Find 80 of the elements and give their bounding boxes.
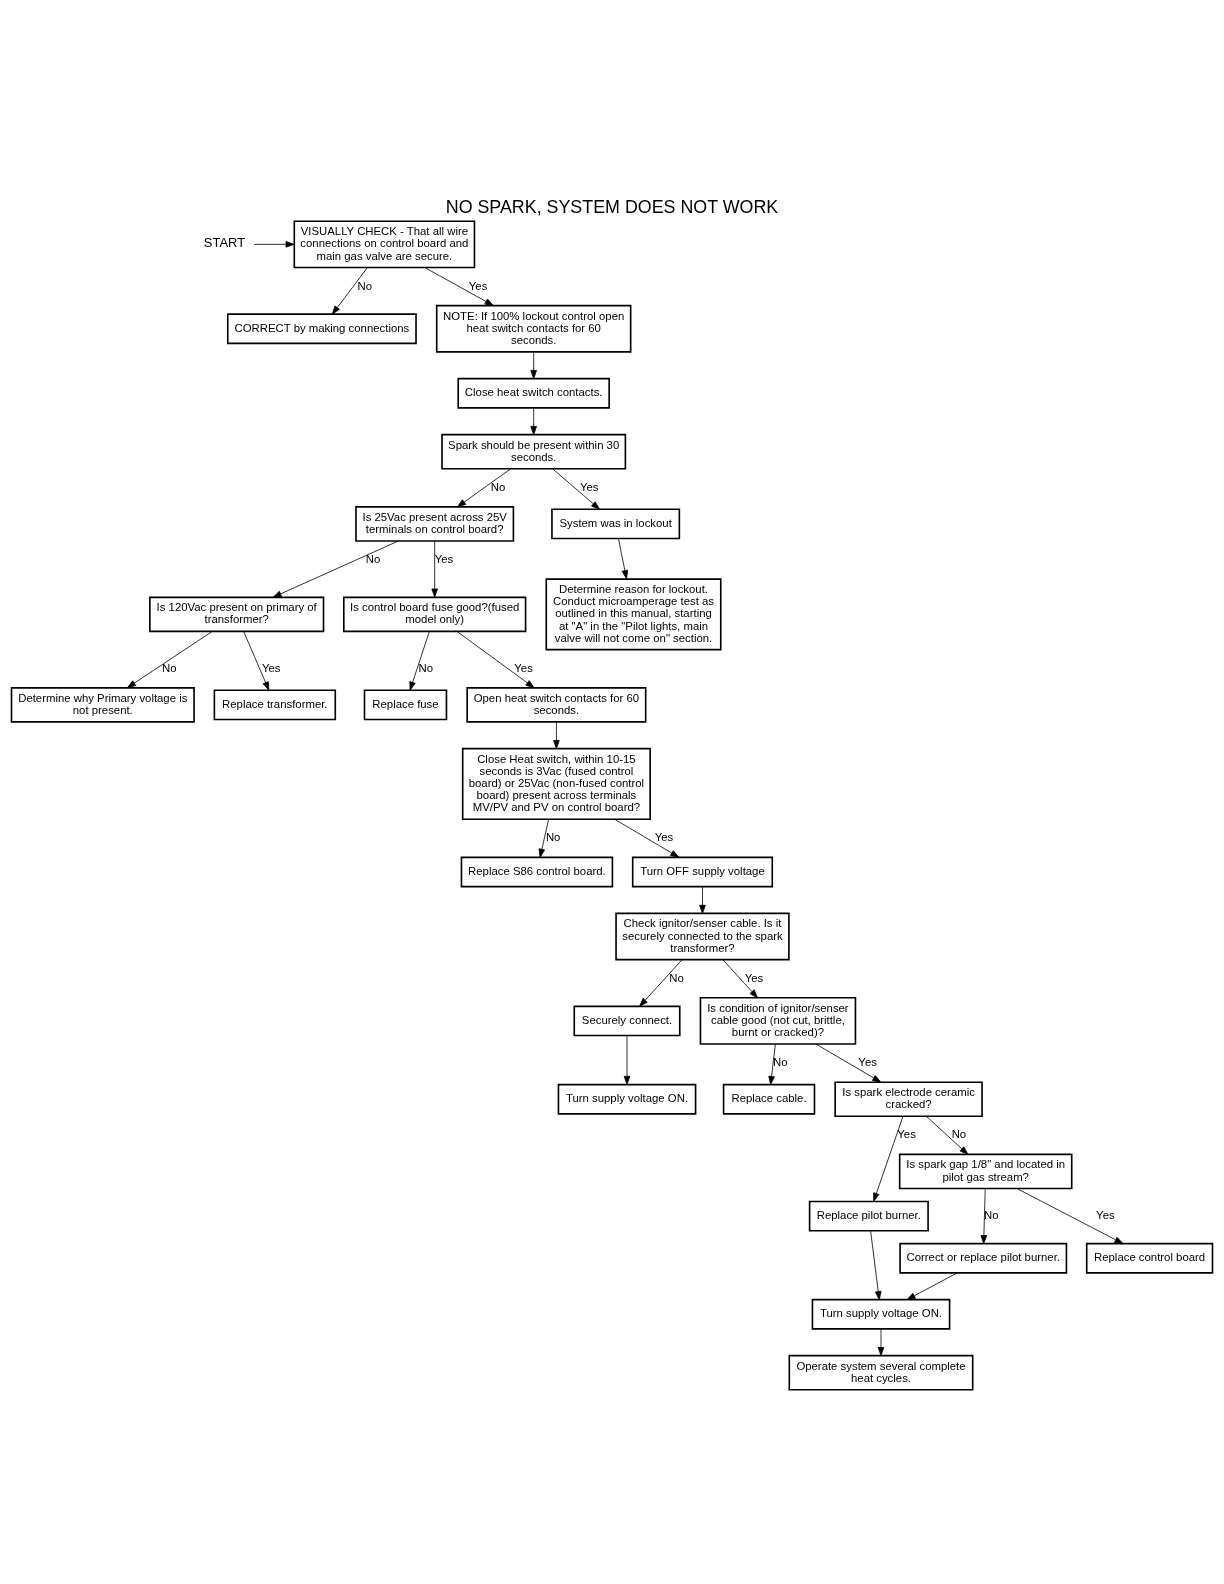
node-box: VISUALLY CHECK - That all wire connections on control board and main gas valve are secure. [293, 219, 476, 268]
arrow [623, 1034, 631, 1085]
node-box: Check ignitor/senser cable. Is it securely connected to the spark transformer? [615, 912, 790, 960]
arrow [639, 958, 683, 1007]
node-box: Securely connect. [573, 1005, 681, 1036]
edge-label: No [951, 1127, 967, 1140]
node-box: Determine why Primary voltage is not present. [10, 686, 195, 723]
node-box: Is 120Vac present on primary of transformer? [149, 596, 325, 632]
node-box: Open heat switch contacts for 60 seconds. [466, 686, 647, 723]
arrow [553, 721, 560, 749]
node-box: Close Heat switch, within 10-15 seconds is 3Vac (fused control board) or 25Vac (non-fused control board) present across terminals MV/PV and PV on control board? [461, 747, 651, 820]
edge-label: Yes [654, 830, 674, 843]
edge-label: No [418, 661, 434, 674]
arrow [1016, 1187, 1124, 1244]
node-box: Turn supply voltage ON. [811, 1298, 951, 1330]
node-box: Is condition of ignitor/senser cable good (not cut, brittle, burnt or cracked)? [699, 996, 857, 1045]
arrow [815, 1043, 882, 1082]
arrow [431, 540, 438, 597]
arrow [873, 1115, 904, 1202]
node-box: Correct or replace pilot burner. [899, 1242, 1068, 1274]
arrow [127, 630, 213, 688]
diagram-title: NO SPARK, SYSTEM DOES NOT WORK [445, 196, 779, 217]
arrow [614, 818, 680, 858]
edge-label: No [490, 480, 506, 493]
arrow [870, 1229, 882, 1300]
arrow [424, 266, 494, 306]
edge-label: Yes [434, 552, 454, 565]
node-box: Replace S86 control board. [460, 856, 614, 887]
arrow [331, 266, 368, 314]
arrow [409, 630, 430, 691]
arrow [877, 1328, 885, 1356]
node-box: Is spark electrode ceramic cracked? [834, 1080, 983, 1117]
arrow [456, 630, 535, 688]
edge-label: Yes [858, 1055, 877, 1068]
node-box: Replace transformer. [213, 688, 337, 720]
node-box: Determine reason for lockout. Conduct microamperage test as outlined in this manual, starting at "A" in the "Pilot lights, main valve will not come on" section. [545, 577, 722, 650]
edge-label: No [669, 971, 684, 984]
arrow [243, 630, 270, 691]
edge-label: No [984, 1208, 999, 1221]
node-box: NOTE: If 100% lockout control open heat switch contacts for 60 seconds. [435, 304, 632, 353]
arrow [530, 351, 537, 379]
arrow [980, 1187, 988, 1244]
arrow [530, 407, 537, 435]
node-box: Replace cable. [722, 1083, 816, 1115]
edge-label: No [162, 661, 177, 674]
node-box: Replace control board [1085, 1242, 1214, 1274]
edge-label: Yes [261, 661, 281, 674]
edge-label: No [357, 279, 373, 292]
edge-label: Yes [744, 971, 764, 984]
node-box: Replace fuse [363, 688, 448, 720]
arrow [272, 540, 399, 598]
edge-label: Yes [1096, 1208, 1115, 1221]
arrow [699, 885, 706, 914]
node-box: Close heat switch contacts. [457, 377, 610, 409]
node-box: Spark should be present within 30 seconds. [441, 433, 627, 470]
arrow [768, 1043, 776, 1085]
node-box: Turn supply voltage ON. [557, 1083, 697, 1115]
node-box: System was in lockout [551, 508, 681, 539]
node-box: Is control board fuse good?(fused model only) [343, 596, 527, 632]
edge-label: Yes [468, 279, 488, 292]
edge-label: No [365, 552, 381, 565]
node-box: CORRECT by making connections [226, 312, 417, 344]
node-box: Is spark gap 1/8" and located in pilot gas stream? [898, 1153, 1073, 1189]
edge-label: No [773, 1055, 788, 1068]
arrow [552, 467, 600, 510]
arrow [538, 818, 549, 858]
arrow [618, 537, 629, 579]
node-box: Is 25Vac present across 25V terminals on control board? [355, 505, 515, 542]
arrow [926, 1115, 969, 1155]
node-box: Replace pilot burner. [808, 1200, 929, 1231]
arrow [253, 240, 295, 248]
node-text: START [203, 234, 246, 250]
arrow [722, 958, 758, 998]
edge-label: No [545, 830, 561, 843]
node-box: Operate system several complete heat cycles. [788, 1354, 974, 1391]
node-box: Turn OFF supply voltage [631, 856, 774, 887]
edge-label: Yes [514, 661, 533, 674]
arrow [457, 467, 512, 507]
edge-label: Yes [580, 480, 599, 493]
edge-label: Yes [897, 1127, 916, 1140]
